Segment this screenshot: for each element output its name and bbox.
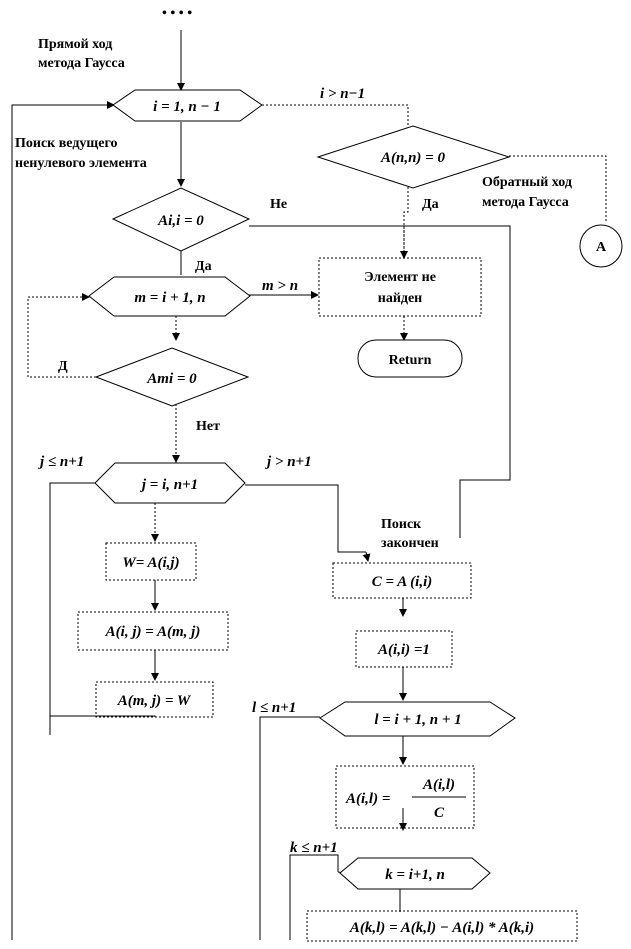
- w-assign-box: [105, 542, 197, 581]
- not-found-text-2: найден: [378, 291, 423, 306]
- a-swap-box-1: [77, 611, 229, 651]
- j-le-label: j ≤ n+1: [38, 454, 84, 470]
- l-le-label: l ≤ n+1: [252, 700, 296, 716]
- i-gt-label: i > n−1: [320, 86, 365, 102]
- connector-a-text: A: [596, 240, 607, 255]
- loop-i-hexagon: [112, 89, 263, 122]
- return-text: Return: [389, 353, 432, 368]
- a-swap-text-1: A(i, j) = A(m, j): [105, 624, 201, 640]
- loop-i-text: i = 1, n − 1: [153, 99, 221, 115]
- cond-ami-text: Ami = 0: [146, 371, 197, 387]
- no-mid-label: Нет: [196, 419, 220, 434]
- search-label-2: ненулевого элемента: [15, 156, 147, 171]
- search-done-label-1: Поиск: [381, 517, 422, 532]
- forward-label-2: метода Гаусса: [38, 56, 125, 71]
- loop-l-hexagon: [319, 701, 516, 737]
- div-numerator: A(i,l): [422, 777, 455, 793]
- c-assign-text: C = A (i,i): [372, 574, 433, 590]
- no-top-label: Не: [270, 197, 287, 212]
- loop-k-text: k = i+1, n: [385, 867, 445, 883]
- j-gt-label: j > n+1: [265, 454, 312, 470]
- top-ellipsis: • • • •: [162, 6, 192, 21]
- elim-text: A(k,l) = A(k,l) − A(i,l) * A(k,i): [349, 920, 534, 936]
- div-left-text: A(i,l) =: [345, 791, 390, 807]
- loop-k-hexagon: [339, 857, 491, 890]
- backward-label-1: Обратный ход: [482, 175, 572, 190]
- connector-lines: [11, 30, 607, 940]
- k-le-label: k ≤ n+1: [290, 840, 338, 856]
- backward-label-2: метода Гаусса: [482, 195, 569, 210]
- c-assign-box: [332, 562, 472, 599]
- cond-ann-text: A(n,n) = 0: [380, 150, 445, 166]
- connector-a-circle: [579, 224, 623, 268]
- search-label-1: Поиск ведущего: [15, 136, 117, 151]
- yes-top-label: Да: [422, 197, 439, 212]
- loop-j-hexagon: [94, 462, 246, 504]
- cond-ami-diamond: [94, 347, 250, 407]
- yes-mid-label: Да: [195, 259, 212, 274]
- not-found-text-1: Элемент не: [364, 270, 436, 285]
- aii-one-text: A(i,i) =1: [377, 642, 430, 658]
- elim-box: [306, 910, 578, 942]
- forward-label-1: Прямой ход: [38, 37, 112, 52]
- loop-l-text: l = i + 1, n + 1: [374, 712, 461, 728]
- div-box: [335, 765, 475, 829]
- cond-ann-diamond: [316, 125, 511, 189]
- cond-aii-diamond: [111, 187, 251, 252]
- div-denominator: C: [434, 805, 445, 821]
- loop-j-text: j = i, n+1: [140, 477, 198, 493]
- return-terminator: [357, 339, 463, 378]
- not-found-box: [318, 257, 482, 317]
- aii-one-box: [355, 630, 453, 668]
- a-swap-text-2: A(m, j) = W: [117, 693, 192, 709]
- d-left-label: Д: [58, 359, 68, 374]
- search-done-label-2: закончен: [381, 536, 439, 551]
- loop-m-text: m = i + 1, n: [134, 290, 205, 306]
- w-assign-text: W= A(i,j): [122, 555, 179, 571]
- m-gt-label: m > n: [262, 278, 298, 294]
- loop-m-hexagon: [88, 276, 251, 317]
- cond-aii-text: Ai,i = 0: [157, 213, 204, 229]
